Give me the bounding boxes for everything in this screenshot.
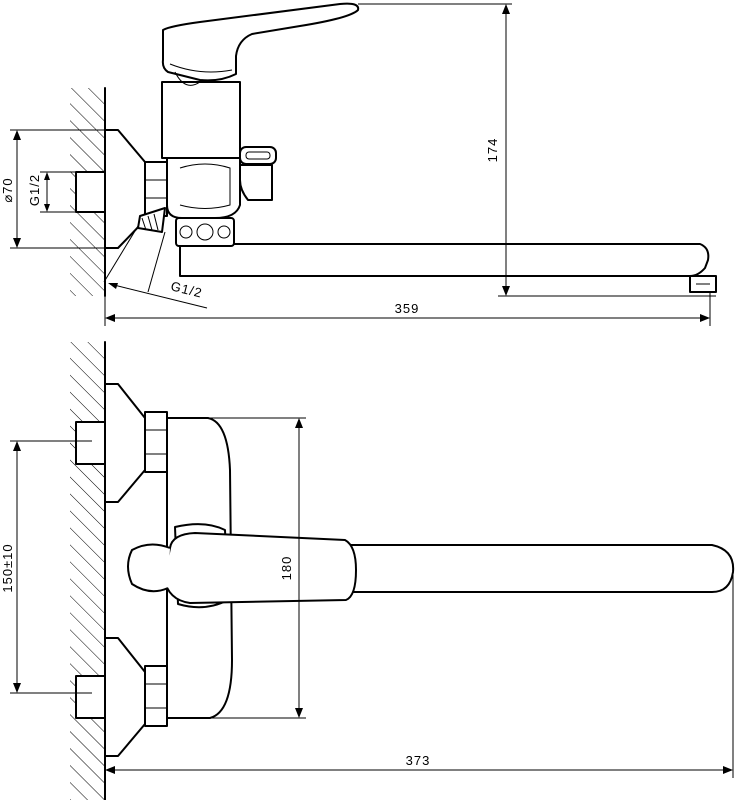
wall-hatch-bottom (70, 342, 105, 800)
dim-label-174: 174 (485, 138, 500, 163)
side-view: 174 359 ⌀70 G1/2 G1/2 (0, 2, 717, 326)
handle-lever-front (163, 532, 357, 604)
spout-ring-top (175, 217, 235, 247)
lower-inlet-stub (75, 675, 107, 719)
dim-label-180: 180 (279, 556, 294, 581)
dim-label-359: 359 (395, 301, 420, 316)
lower-nut (144, 665, 168, 727)
lower-flange (104, 637, 146, 757)
upper-inlet-stub (75, 421, 107, 465)
inlet-stub-top (75, 171, 107, 213)
dim-label-150: 150±10 (0, 543, 15, 592)
handle-ear-front (127, 543, 171, 593)
upper-flange (104, 383, 146, 503)
diverter-knob-top (239, 164, 273, 201)
mixer-body-top (166, 157, 241, 219)
flange-top (104, 129, 146, 249)
cartridge-body-top (161, 81, 241, 159)
dim-line-g12-outlet (109, 283, 208, 309)
diverter-handle-top (239, 146, 277, 165)
dim-label-g12-inlet: G1/2 (27, 174, 42, 206)
spout-front (339, 544, 735, 593)
spout-top (179, 243, 710, 277)
dim-label-373: 373 (406, 753, 431, 768)
dim-label-g12-outlet: G1/2 (169, 278, 204, 300)
front-view: 150±10 180 373 (0, 341, 735, 800)
handle-top (161, 2, 360, 82)
upper-nut (144, 411, 168, 473)
dim-label-d70: ⌀70 (0, 177, 15, 202)
